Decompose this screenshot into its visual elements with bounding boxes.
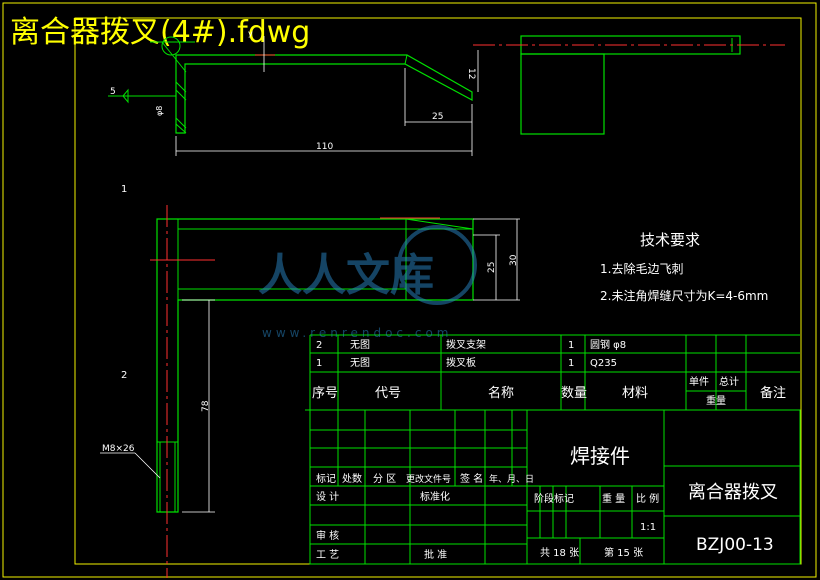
watermark: 人人文库 www.renrendoc.com — [258, 225, 477, 340]
part1-front-view: 5 φ8 110 25 12 y — [108, 29, 479, 156]
bom-rows: 2 无图 拨叉支架 1 圆钢 φ8 1 无图 拨叉板 1 Q235 序号 代号 … — [312, 338, 786, 407]
dim-12: 12 — [466, 68, 476, 79]
tech-line-2: 2.未注角焊缝尺寸为K=4-6mm — [600, 288, 768, 303]
dim-30: 30 — [509, 254, 519, 266]
watermark-url: www.renrendoc.com — [262, 326, 452, 340]
bom-row-2-material: 圆钢 φ8 — [590, 338, 626, 351]
bom-row-1-no: 1 — [316, 358, 322, 369]
part-name: 离合器拨叉 — [688, 482, 778, 503]
title-block-text: 焊接件 离合器拨叉 BZJ00-13 标记 处数 分 区 更改文件号 签 名 年… — [316, 444, 778, 561]
bom-header-material: 材料 — [622, 386, 648, 401]
tech-title: 技术要求 — [640, 231, 700, 249]
label-review: 审 核 — [316, 529, 339, 542]
label-count: 处数 — [342, 472, 362, 485]
bom-header-name: 名称 — [488, 385, 514, 401]
bom-row-1-qty: 1 — [568, 358, 574, 369]
bom-header-qty: 数量 — [561, 386, 587, 401]
bom-header-no: 序号 — [312, 386, 338, 401]
label-process: 工 艺 — [316, 549, 339, 561]
bom-header-code: 代号 — [375, 386, 401, 401]
dim-25-vertical: 25 — [487, 262, 497, 273]
bom-header-unit: 单件 — [689, 376, 709, 388]
technical-requirements: 技术要求 1.去除毛边飞刺 2.未注角焊缝尺寸为K=4-6mm — [600, 231, 768, 303]
sheet-number: 第 15 张 — [604, 546, 643, 559]
watermark-brand: 人人文库 — [258, 250, 434, 301]
sheet-total: 共 18 张 — [540, 547, 579, 559]
dim-thread: M8×26 — [102, 444, 135, 454]
bom-header-remark: 备注 — [760, 385, 786, 401]
dim-5: 5 — [110, 87, 116, 97]
bom-row-1-code: 无图 — [350, 357, 370, 369]
dim-110: 110 — [316, 142, 333, 152]
dim-78: 78 — [201, 400, 211, 412]
bom-row-2-qty: 1 — [568, 340, 574, 351]
scale-value: 1:1 — [640, 522, 656, 533]
bom-row-2-no: 2 — [316, 340, 322, 351]
bom-header-total: 总计 — [719, 375, 739, 388]
label-sign: 签 名 — [460, 472, 483, 485]
label-weight: 重 量 — [602, 492, 625, 505]
bom-row-1-name: 拨叉板 — [446, 356, 476, 369]
bom-header-weight: 重量 — [706, 394, 726, 407]
label-change-doc: 更改文件号 — [406, 473, 451, 485]
label-scale: 比 例 — [636, 492, 659, 505]
svg-text:y: y — [248, 29, 253, 38]
view-label-2: 2 — [121, 370, 127, 381]
part1-side-view — [473, 35, 785, 135]
weld-symbol — [161, 41, 187, 134]
dim-phi8: φ8 — [155, 106, 164, 116]
dim-25: 25 — [432, 112, 443, 122]
view-label-1: 1 — [121, 184, 127, 195]
label-stage: 阶段标记 — [534, 492, 574, 505]
bom-row-2-name: 拨叉支架 — [446, 338, 486, 351]
label-mark: 标记 — [316, 473, 336, 485]
product-type: 焊接件 — [570, 444, 630, 468]
label-design: 设 计 — [316, 490, 339, 503]
file-title: 离合器拨叉(4#).fdwg — [10, 15, 310, 50]
label-zone: 分 区 — [373, 473, 396, 485]
watermark-circle-icon — [397, 225, 477, 305]
tech-line-1: 1.去除毛边飞刺 — [600, 261, 683, 276]
bom-row-2-code: 无图 — [350, 339, 370, 351]
label-standardization: 标准化 — [420, 490, 450, 503]
bom-row-1-material: Q235 — [590, 358, 617, 369]
label-date: 年、月、日 — [489, 473, 534, 485]
drawing-number: BZJ00-13 — [696, 535, 774, 555]
label-approve: 批 准 — [424, 548, 447, 561]
title-block-grid — [309, 409, 801, 565]
